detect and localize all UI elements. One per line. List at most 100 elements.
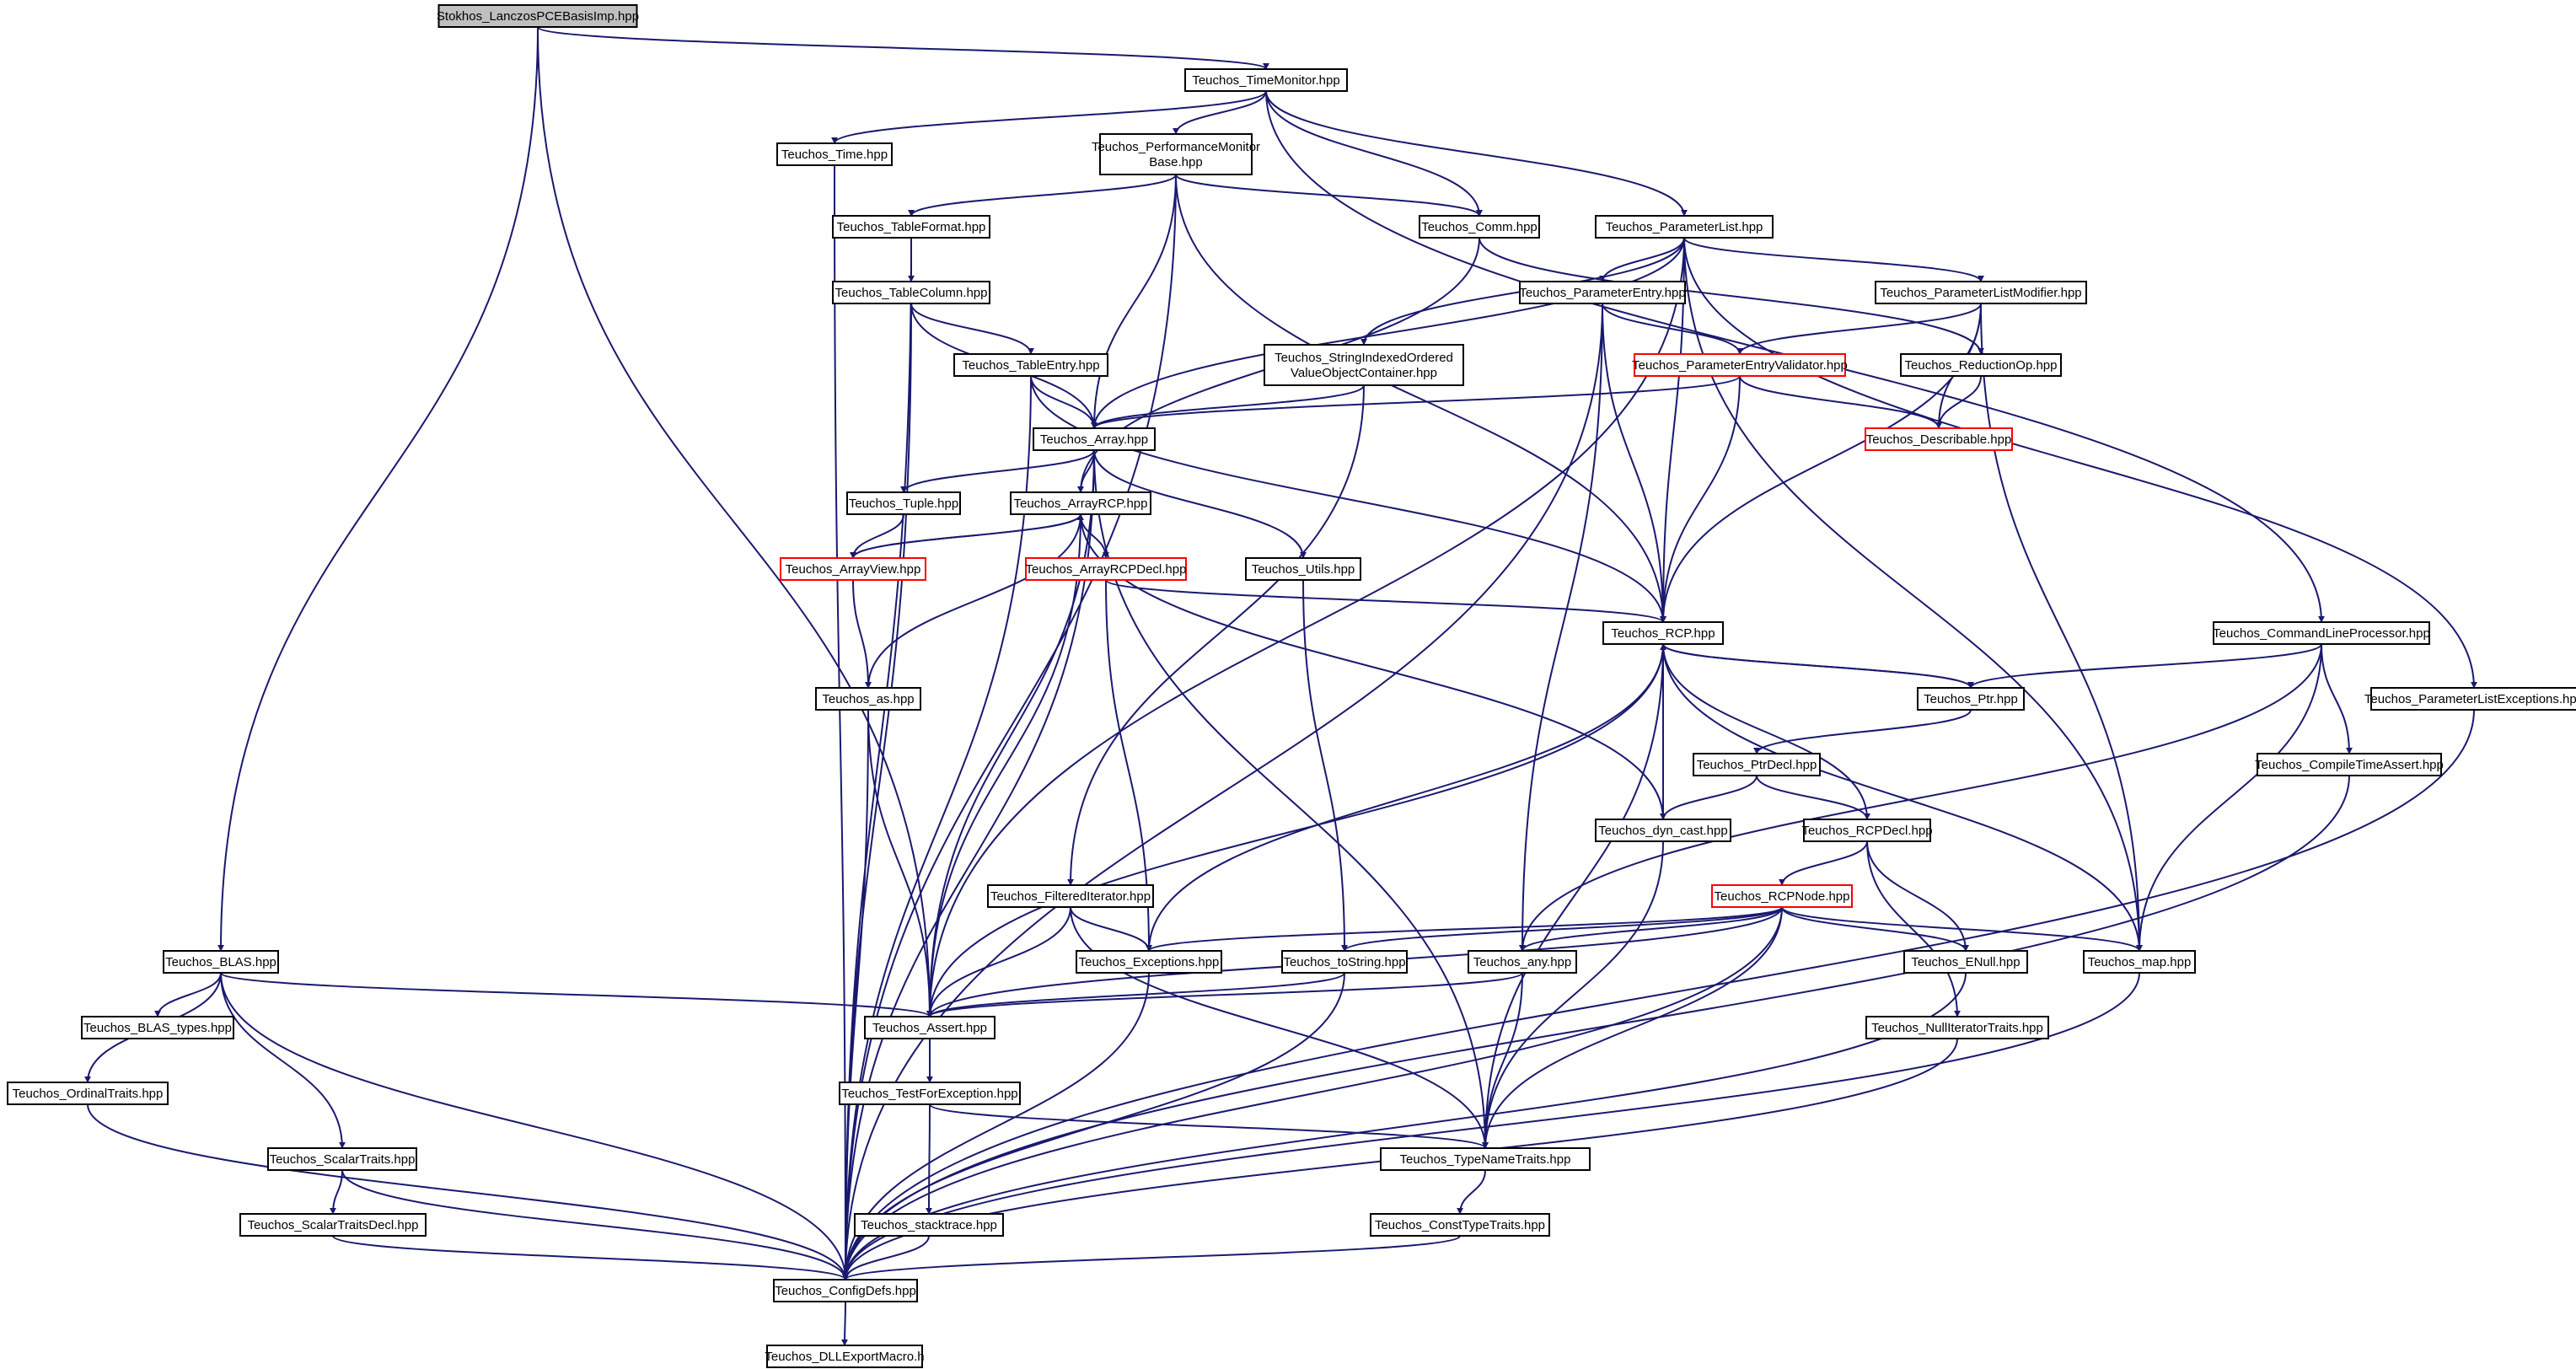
node-box bbox=[1519, 281, 1686, 304]
node-timemonitor[interactable]: Teuchos_TimeMonitor.hpp bbox=[1184, 68, 1348, 92]
node-arrayview[interactable]: Teuchos_ArrayView.hpp bbox=[780, 557, 926, 581]
edge-dyncast-to-typename bbox=[1482, 840, 1664, 1149]
edge-any-to-assert bbox=[926, 972, 1523, 1017]
node-time[interactable]: Teuchos_Time.hpp bbox=[776, 142, 893, 166]
node-enull[interactable]: Teuchos_ENull.hpp bbox=[1903, 950, 2028, 974]
edge-cmdline-to-any bbox=[1519, 643, 2322, 952]
node-describable[interactable]: Teuchos_Describable.hpp bbox=[1865, 427, 2013, 451]
edge-time-to-configdefs bbox=[834, 164, 849, 1280]
edge-paramlist-to-rcp bbox=[1660, 237, 1685, 623]
edge-rcpnode-to-enull bbox=[1781, 906, 1969, 952]
node-box bbox=[81, 1016, 234, 1039]
node-rcpdecl[interactable]: Teuchos_RCPDecl.hpp bbox=[1801, 819, 1933, 842]
edge-blas-to-assert bbox=[220, 972, 933, 1017]
node-comm[interactable]: Teuchos_Comm.hpp bbox=[1419, 215, 1540, 239]
node-compiletimeassert[interactable]: Teuchos_CompileTimeAssert.hpp bbox=[2255, 753, 2444, 776]
node-paramlistmod[interactable]: Teuchos_ParameterListModifier.hpp bbox=[1875, 281, 2087, 304]
node-dllexport[interactable]: Teuchos_DLLExportMacro.h bbox=[765, 1345, 925, 1368]
edge-comm-to-reductionop bbox=[1479, 237, 1984, 355]
node-reductionop[interactable]: Teuchos_ReductionOp.hpp bbox=[1900, 353, 2062, 377]
node-map[interactable]: Teuchos_map.hpp bbox=[2083, 950, 2196, 974]
node-nulliter[interactable]: Teuchos_NullIteratorTraits.hpp bbox=[1865, 1016, 2049, 1039]
node-tablecolumn[interactable]: Teuchos_TableColumn.hpp bbox=[832, 281, 990, 304]
node-box bbox=[163, 950, 279, 974]
node-label: Teuchos_TableFormat.hpp bbox=[837, 220, 986, 234]
node-exceptions[interactable]: Teuchos_Exceptions.hpp bbox=[1076, 950, 1222, 974]
node-box bbox=[2083, 950, 2196, 974]
node-tuple[interactable]: Teuchos_Tuple.hpp bbox=[846, 491, 961, 515]
node-paramlist[interactable]: Teuchos_ParameterList.hpp bbox=[1595, 215, 1774, 239]
node-blastypes[interactable]: Teuchos_BLAS_types.hpp bbox=[81, 1016, 234, 1039]
node-label: Teuchos_ArrayRCP.hpp bbox=[1014, 497, 1148, 511]
edge-filterediter-to-exceptions bbox=[1070, 906, 1152, 952]
node-array[interactable]: Teuchos_Array.hpp bbox=[1033, 427, 1156, 451]
node-label: Teuchos_Comm.hpp bbox=[1421, 220, 1538, 234]
node-configdefs[interactable]: Teuchos_ConfigDefs.hpp bbox=[773, 1279, 918, 1302]
edge-compiletimeassert-to-configdefs bbox=[842, 775, 2350, 1280]
edge-rcpnode-to-exceptions bbox=[1146, 906, 1783, 952]
node-label: Teuchos_CommandLineProcessor.hpp bbox=[2213, 626, 2430, 641]
node-paramentryvalidator[interactable]: Teuchos_ParameterEntryValidator.hpp bbox=[1632, 353, 1848, 377]
edge-paramentry-to-configdefs bbox=[842, 303, 1603, 1280]
edge-ptrdecl-to-rcpdecl bbox=[1756, 775, 1870, 820]
node-scalartraits[interactable]: Teuchos_ScalarTraits.hpp bbox=[267, 1147, 417, 1171]
node-box bbox=[832, 281, 990, 304]
node-box bbox=[267, 1147, 417, 1171]
node-label: Teuchos_map.hpp bbox=[2088, 955, 2192, 969]
node-label: Teuchos_ParameterEntryValidator.hpp bbox=[1632, 358, 1848, 373]
node-box bbox=[1711, 884, 1853, 908]
node-box bbox=[1380, 1147, 1591, 1171]
node-ordinal[interactable]: Teuchos_OrdinalTraits.hpp bbox=[7, 1082, 169, 1105]
node-consttype[interactable]: Teuchos_ConstTypeTraits.hpp bbox=[1370, 1213, 1550, 1237]
node-ptr[interactable]: Teuchos_Ptr.hpp bbox=[1917, 687, 2025, 711]
node-rcpnode[interactable]: Teuchos_RCPNode.hpp bbox=[1711, 884, 1853, 908]
edge-tablecolumn-to-tableentry bbox=[910, 303, 1034, 355]
node-paramentry[interactable]: Teuchos_ParameterEntry.hpp bbox=[1519, 281, 1686, 304]
edge-paramentry-to-paramentryvalidator bbox=[1602, 303, 1743, 355]
node-arrayrcp[interactable]: Teuchos_ArrayRCP.hpp bbox=[1010, 491, 1151, 515]
node-label: Teuchos_ENull.hpp bbox=[1911, 955, 2020, 969]
node-box bbox=[1245, 557, 1361, 581]
node-filterediter[interactable]: Teuchos_FilteredIterator.hpp bbox=[987, 884, 1154, 908]
node-label: Teuchos_Time.hpp bbox=[781, 148, 888, 162]
node-tableformat[interactable]: Teuchos_TableFormat.hpp bbox=[832, 215, 990, 239]
node-as[interactable]: Teuchos_as.hpp bbox=[815, 687, 921, 711]
node-box bbox=[832, 215, 990, 239]
edge-stokhos-to-blas bbox=[217, 26, 539, 952]
node-assert[interactable]: Teuchos_Assert.hpp bbox=[864, 1016, 996, 1039]
node-scalartraitsdecl[interactable]: Teuchos_ScalarTraitsDecl.hpp bbox=[239, 1213, 427, 1237]
edge-any-to-typename bbox=[1482, 972, 1523, 1149]
edge-rcp-to-typename bbox=[1482, 643, 1664, 1149]
node-label: Teuchos_ReductionOp.hpp bbox=[1905, 358, 2058, 373]
node-tableentry[interactable]: Teuchos_TableEntry.hpp bbox=[953, 353, 1108, 377]
node-box bbox=[1025, 557, 1187, 581]
edge-consttype-to-configdefs bbox=[842, 1235, 1461, 1280]
node-label: Teuchos_TableColumn.hpp bbox=[835, 286, 988, 300]
node-testforexc[interactable]: Teuchos_TestForException.hpp bbox=[839, 1082, 1021, 1105]
edge-blas-to-blastypes bbox=[154, 972, 222, 1017]
node-stringindexed[interactable]: Teuchos_StringIndexedOrderedValueObjectC… bbox=[1264, 344, 1464, 386]
edge-stokhos-to-assert bbox=[537, 26, 933, 1017]
node-rcp[interactable]: Teuchos_RCP.hpp bbox=[1602, 621, 1724, 645]
node-dyncast[interactable]: Teuchos_dyn_cast.hpp bbox=[1595, 819, 1731, 842]
edge-timemonitor-to-perfmon bbox=[1173, 90, 1267, 135]
node-stacktrace[interactable]: Teuchos_stacktrace.hpp bbox=[854, 1213, 1004, 1237]
node-paramlistexc[interactable]: Teuchos_ParameterListExceptions.hpp bbox=[2364, 687, 2576, 711]
edge-ordinal-to-configdefs bbox=[87, 1103, 849, 1280]
node-ptrdecl[interactable]: Teuchos_PtrDecl.hpp bbox=[1693, 753, 1821, 776]
node-box bbox=[854, 1213, 1004, 1237]
node-arrayrcpdecl[interactable]: Teuchos_ArrayRCPDecl.hpp bbox=[1025, 557, 1187, 581]
edge-scalartraits-to-configdefs bbox=[341, 1169, 849, 1280]
node-box bbox=[1419, 215, 1540, 239]
node-tostring[interactable]: Teuchos_toString.hpp bbox=[1281, 950, 1408, 974]
node-cmdline[interactable]: Teuchos_CommandLineProcessor.hpp bbox=[2213, 621, 2430, 645]
node-typename[interactable]: Teuchos_TypeNameTraits.hpp bbox=[1380, 1147, 1591, 1171]
node-label: Teuchos_BLAS_types.hpp bbox=[83, 1021, 232, 1035]
node-box bbox=[815, 687, 921, 711]
node-blas[interactable]: Teuchos_BLAS.hpp bbox=[163, 950, 279, 974]
node-utils[interactable]: Teuchos_Utils.hpp bbox=[1245, 557, 1361, 581]
node-any[interactable]: Teuchos_any.hpp bbox=[1468, 950, 1577, 974]
node-stokhos[interactable]: Stokhos_LanczosPCEBasisImp.hpp bbox=[437, 4, 639, 28]
node-box bbox=[987, 884, 1154, 908]
